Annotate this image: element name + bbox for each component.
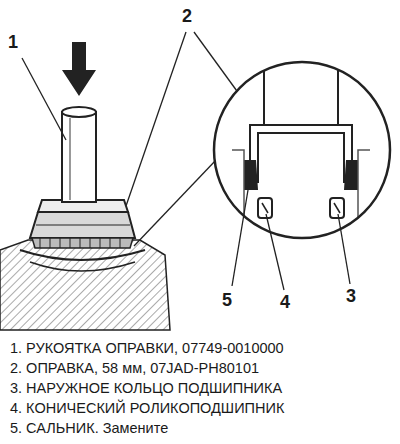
legend-item: 1. РУКОЯТКА ОПРАВКИ, 07749-0010000 (10, 340, 284, 356)
callout-number: 3 (346, 286, 356, 307)
driver-handle (62, 107, 96, 202)
detail-view (214, 60, 390, 238)
force-arrow (62, 42, 96, 96)
housing (0, 240, 170, 330)
legend-item: 5. САЛЬНИК. Замените (10, 420, 168, 436)
legend-item: 4. КОНИЧЕСКИЙ РОЛИКОПОДШИПНИК (10, 400, 284, 416)
callout-number: 5 (222, 290, 232, 311)
legend-item: 3. НАРУЖНОЕ КОЛЬЦО ПОДШИПНИКА (10, 380, 282, 396)
mandrel-attachment (30, 200, 135, 248)
callout-number: 1 (8, 32, 18, 53)
callout-number: 4 (280, 292, 290, 313)
leader-line (232, 178, 350, 290)
callout-number: 2 (182, 6, 192, 27)
legend-item: 2. ОПРАВКА, 58 мм, 07JAD-PH80101 (10, 360, 259, 376)
